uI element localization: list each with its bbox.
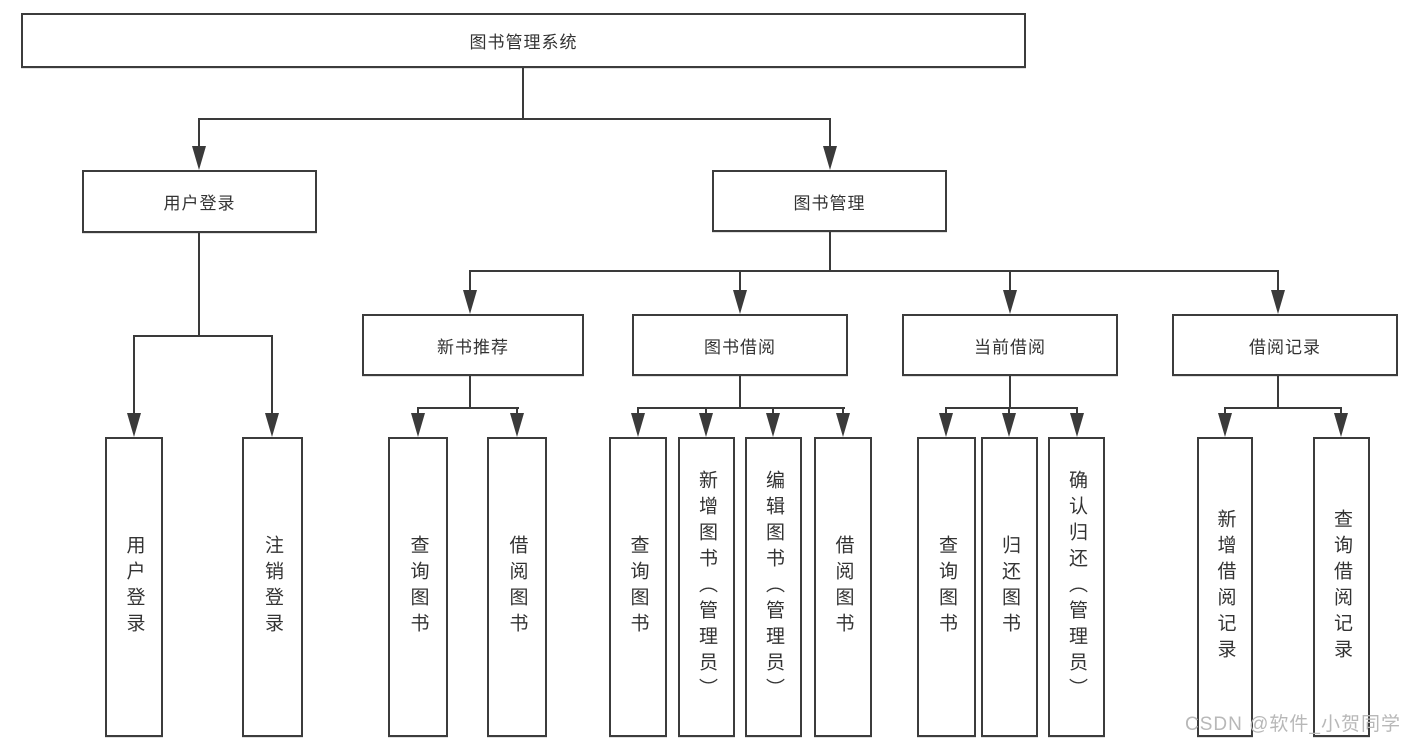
leaf-logout-label: 注销登录	[262, 535, 283, 639]
leaf-confirm-return-admin: 确认归还（管理员）	[1048, 437, 1105, 737]
node-book-management: 图书管理	[712, 170, 947, 232]
node-new-book-recommend-label: 新书推荐	[437, 337, 509, 357]
leaf-borrow-query-book: 查询图书	[609, 437, 667, 737]
connector-borrow-record-split	[1224, 407, 1342, 409]
connector-book-borrow-split	[637, 407, 845, 409]
leaf-edit-book-admin: 编辑图书（管理员）	[745, 437, 802, 737]
leaf-add-borrow-record: 新增借阅记录	[1197, 437, 1253, 737]
leaf-recommend-borrow-book: 借阅图书	[487, 437, 547, 737]
connector-arrow-add-record-shaft	[1224, 407, 1226, 417]
leaf-user-login-label: 用户登录	[123, 535, 145, 639]
leaf-recommend-query-book-label: 查询图书	[407, 535, 429, 639]
connector-book-management-stem	[829, 232, 831, 270]
arrowhead-current-query-icon	[939, 413, 953, 437]
connector-root-split	[198, 118, 831, 120]
leaf-edit-book-admin-label: 编辑图书（管理员）	[763, 470, 784, 704]
connector-arrow-user-login-shaft	[198, 118, 200, 148]
connector-arrow-new-book-recommend-shaft	[469, 270, 471, 292]
arrowhead-leaf-logout-icon	[265, 413, 279, 437]
node-borrow-record-label: 借阅记录	[1249, 337, 1321, 357]
node-root-label: 图书管理系统	[469, 33, 578, 52]
node-book-management-label: 图书管理	[793, 193, 866, 213]
arrowhead-leaf-user-login-icon	[127, 413, 141, 437]
node-book-borrow: 图书借阅	[632, 314, 848, 376]
arrowhead-recommend-borrow-icon	[510, 413, 524, 437]
connector-arrow-borrow-book-shaft	[842, 407, 844, 417]
connector-arrow-leaf-user-login-shaft	[133, 335, 135, 415]
arrowhead-edit-book-icon	[766, 413, 780, 437]
leaf-borrow-book: 借阅图书	[814, 437, 872, 737]
connector-arrow-book-borrow-shaft	[739, 270, 741, 292]
leaf-current-query-book-label: 查询图书	[936, 535, 957, 639]
connector-arrow-return-book-shaft	[1008, 407, 1010, 417]
node-user-login-label: 用户登录	[163, 194, 236, 213]
node-current-borrow: 当前借阅	[902, 314, 1118, 376]
connector-user-login-split	[133, 335, 273, 337]
connector-arrow-add-book-shaft	[705, 407, 707, 417]
csdn-watermark: CSDN @软件_小贺同学	[1185, 714, 1401, 735]
arrowhead-current-borrow-icon	[1003, 290, 1017, 314]
connector-arrow-borrow-record-shaft	[1277, 270, 1279, 292]
connector-root-stem	[522, 68, 524, 118]
arrowhead-query-record-icon	[1334, 413, 1348, 437]
node-new-book-recommend: 新书推荐	[362, 314, 584, 376]
connector-current-borrow-stem	[1009, 376, 1011, 407]
connector-new-book-recommend-split	[417, 407, 519, 409]
leaf-query-borrow-record-label: 查询借阅记录	[1331, 509, 1352, 665]
connector-arrow-recommend-borrow-shaft	[516, 407, 518, 417]
connector-arrow-query-record-shaft	[1340, 407, 1342, 417]
leaf-return-book-label: 归还图书	[999, 535, 1020, 639]
node-current-borrow-label: 当前借阅	[974, 337, 1046, 357]
arrowhead-new-book-recommend-icon	[463, 290, 477, 314]
node-book-borrow-label: 图书借阅	[704, 337, 776, 357]
connector-book-management-split	[469, 270, 1279, 272]
leaf-user-login: 用户登录	[105, 437, 163, 737]
leaf-borrow-book-label: 借阅图书	[832, 535, 854, 639]
arrowhead-borrow-query-icon	[631, 413, 645, 437]
connector-new-book-recommend-stem	[469, 376, 471, 407]
leaf-query-borrow-record: 查询借阅记录	[1313, 437, 1370, 737]
leaf-recommend-query-book: 查询图书	[388, 437, 448, 737]
connector-borrow-record-stem	[1277, 376, 1279, 407]
connector-current-borrow-split	[945, 407, 1078, 409]
connector-arrow-leaf-logout-shaft	[271, 335, 273, 415]
arrowhead-book-management-icon	[823, 146, 837, 170]
arrowhead-add-record-icon	[1218, 413, 1232, 437]
leaf-add-book-admin-label: 新增图书（管理员）	[696, 470, 717, 704]
arrowhead-add-book-icon	[699, 413, 713, 437]
leaf-return-book: 归还图书	[981, 437, 1038, 737]
leaf-add-book-admin: 新增图书（管理员）	[678, 437, 735, 737]
arrowhead-recommend-query-icon	[411, 413, 425, 437]
connector-arrow-edit-book-shaft	[772, 407, 774, 417]
connector-arrow-current-borrow-shaft	[1009, 270, 1011, 292]
arrowhead-confirm-return-icon	[1070, 413, 1084, 437]
node-borrow-record: 借阅记录	[1172, 314, 1398, 376]
connector-arrow-book-management-shaft	[829, 118, 831, 148]
arrowhead-user-login-icon	[192, 146, 206, 170]
connector-arrow-current-query-shaft	[945, 407, 947, 417]
leaf-borrow-query-book-label: 查询图书	[627, 535, 649, 639]
leaf-recommend-borrow-book-label: 借阅图书	[506, 535, 528, 639]
leaf-confirm-return-admin-label: 确认归还（管理员）	[1066, 470, 1087, 704]
node-root: 图书管理系统	[21, 13, 1026, 68]
connector-arrow-borrow-query-shaft	[637, 407, 639, 417]
arrowhead-book-borrow-icon	[733, 290, 747, 314]
connector-user-login-stem	[198, 233, 200, 335]
leaf-logout: 注销登录	[242, 437, 303, 737]
arrowhead-borrow-record-icon	[1271, 290, 1285, 314]
connector-arrow-confirm-return-shaft	[1076, 407, 1078, 417]
leaf-current-query-book: 查询图书	[917, 437, 976, 737]
connector-arrow-recommend-query-shaft	[417, 407, 419, 417]
arrowhead-borrow-book-icon	[836, 413, 850, 437]
node-user-login: 用户登录	[82, 170, 317, 233]
arrowhead-return-book-icon	[1002, 413, 1016, 437]
leaf-add-borrow-record-label: 新增借阅记录	[1214, 509, 1236, 665]
connector-book-borrow-stem	[739, 376, 741, 407]
